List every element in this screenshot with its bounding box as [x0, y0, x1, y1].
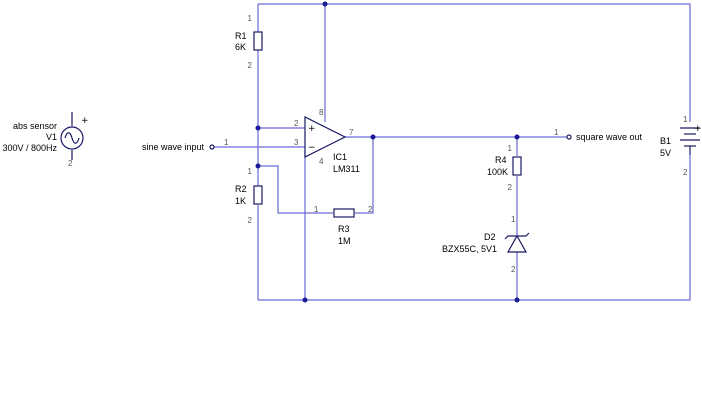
output-terminal-icon — [566, 134, 572, 140]
junctions — [255, 1, 520, 303]
v1-value-label: 300V / 800Hz — [2, 143, 57, 153]
square-output-port[interactable]: square wave out 1 — [554, 128, 643, 142]
ic1-pin-minus-label: 3 — [294, 138, 299, 147]
r3-resistor[interactable]: 1 2 R3 1M — [314, 205, 373, 246]
r1-pin2-label: 2 — [248, 61, 253, 70]
d2-value-label: BZX55C, 5V1 — [442, 244, 497, 254]
junction-dot — [255, 163, 261, 169]
junction-dot — [514, 134, 520, 140]
r1-pin1-label: 1 — [248, 14, 253, 23]
output-port-pin: 1 — [554, 128, 559, 137]
sine-wave-icon — [64, 132, 80, 144]
r4-resistor[interactable]: 1 2 R4 100K — [487, 144, 522, 192]
r4-body — [512, 156, 522, 176]
r2-pin1-label: 1 — [248, 167, 253, 176]
ic1-pin-plus-label: 2 — [294, 119, 299, 128]
r2-pin2-label: 2 — [248, 216, 253, 225]
r2-body — [253, 185, 263, 205]
v1-source[interactable]: + 2 abs sensor V1 300V / 800Hz — [2, 112, 89, 168]
wire-top-rail — [258, 3, 691, 122]
b1-value-label: 5V — [660, 148, 671, 158]
v1-name-label: abs sensor — [13, 121, 57, 131]
r3-pin2-label: 2 — [368, 205, 373, 214]
ic1-pin-out-label: 7 — [349, 128, 354, 137]
ic1-plus-sign: + — [308, 124, 316, 134]
b1-pin1-label: 1 — [683, 115, 688, 124]
r2-resistor[interactable]: 1 2 R2 1K — [235, 167, 263, 225]
b1-ref-label: B1 — [660, 136, 671, 146]
v1-plus-sign: + — [81, 116, 89, 126]
r4-pin2-label: 2 — [508, 183, 513, 192]
d2-pin1-label: 1 — [511, 215, 516, 224]
junction-dot — [255, 125, 261, 131]
wire-r3-left — [258, 165, 333, 214]
r3-body — [333, 208, 355, 218]
r2-value-label: 1K — [235, 196, 246, 206]
r1-value-label: 6K — [235, 42, 246, 52]
r4-pin1-label: 1 — [508, 144, 513, 153]
r1-ref-label: R1 — [235, 31, 247, 41]
junction-dot — [514, 297, 520, 303]
ic1-minus-sign: − — [308, 143, 316, 153]
ic1-pin-gnd-label: 4 — [319, 157, 324, 166]
v1-pin2-label: 2 — [68, 159, 73, 168]
r1-body — [253, 31, 263, 51]
ic1-pin-vcc-label: 8 — [319, 108, 324, 117]
wires — [214, 3, 691, 301]
junction-dot — [302, 297, 308, 303]
wire-r3-right — [355, 137, 374, 214]
input-port-pin: 1 — [224, 138, 229, 147]
r2-ref-label: R2 — [235, 184, 247, 194]
d2-pin2-label: 2 — [511, 265, 516, 274]
ic1-ref-label: IC1 — [333, 152, 347, 162]
d2-zener-diode[interactable]: 1 2 D2 BZX55C, 5V1 — [442, 215, 530, 274]
b1-pin2-label: 2 — [683, 168, 688, 177]
b1-battery[interactable]: 1 2 + B1 5V — [660, 115, 702, 177]
r4-value-label: 100K — [487, 167, 508, 177]
r3-pin1-label: 1 — [314, 205, 319, 214]
v1-ref-label: V1 — [46, 132, 57, 142]
input-terminal-icon — [209, 144, 215, 150]
ic1-value-label: LM311 — [333, 164, 360, 174]
ic1-comparator[interactable]: + − 2 3 7 8 4 IC1 LM311 — [294, 108, 360, 174]
b1-plus-sign: + — [694, 124, 702, 134]
ic1-triangle-body — [304, 116, 347, 158]
sine-input-port[interactable]: sine wave input 1 — [142, 138, 229, 152]
junction-dot — [370, 134, 376, 140]
junction-dot — [322, 1, 328, 7]
r3-value-label: 1M — [338, 236, 351, 246]
r4-ref-label: R4 — [495, 155, 507, 165]
d2-cathode-bar — [504, 232, 530, 240]
d2-body-triangle — [506, 234, 528, 253]
wire-bottom-rail — [258, 155, 691, 301]
r1-resistor[interactable]: 1 2 R1 6K — [235, 14, 263, 70]
input-port-label: sine wave input — [142, 142, 205, 152]
output-port-label: square wave out — [576, 132, 643, 142]
r3-ref-label: R3 — [338, 224, 350, 234]
d2-ref-label: D2 — [484, 232, 496, 242]
